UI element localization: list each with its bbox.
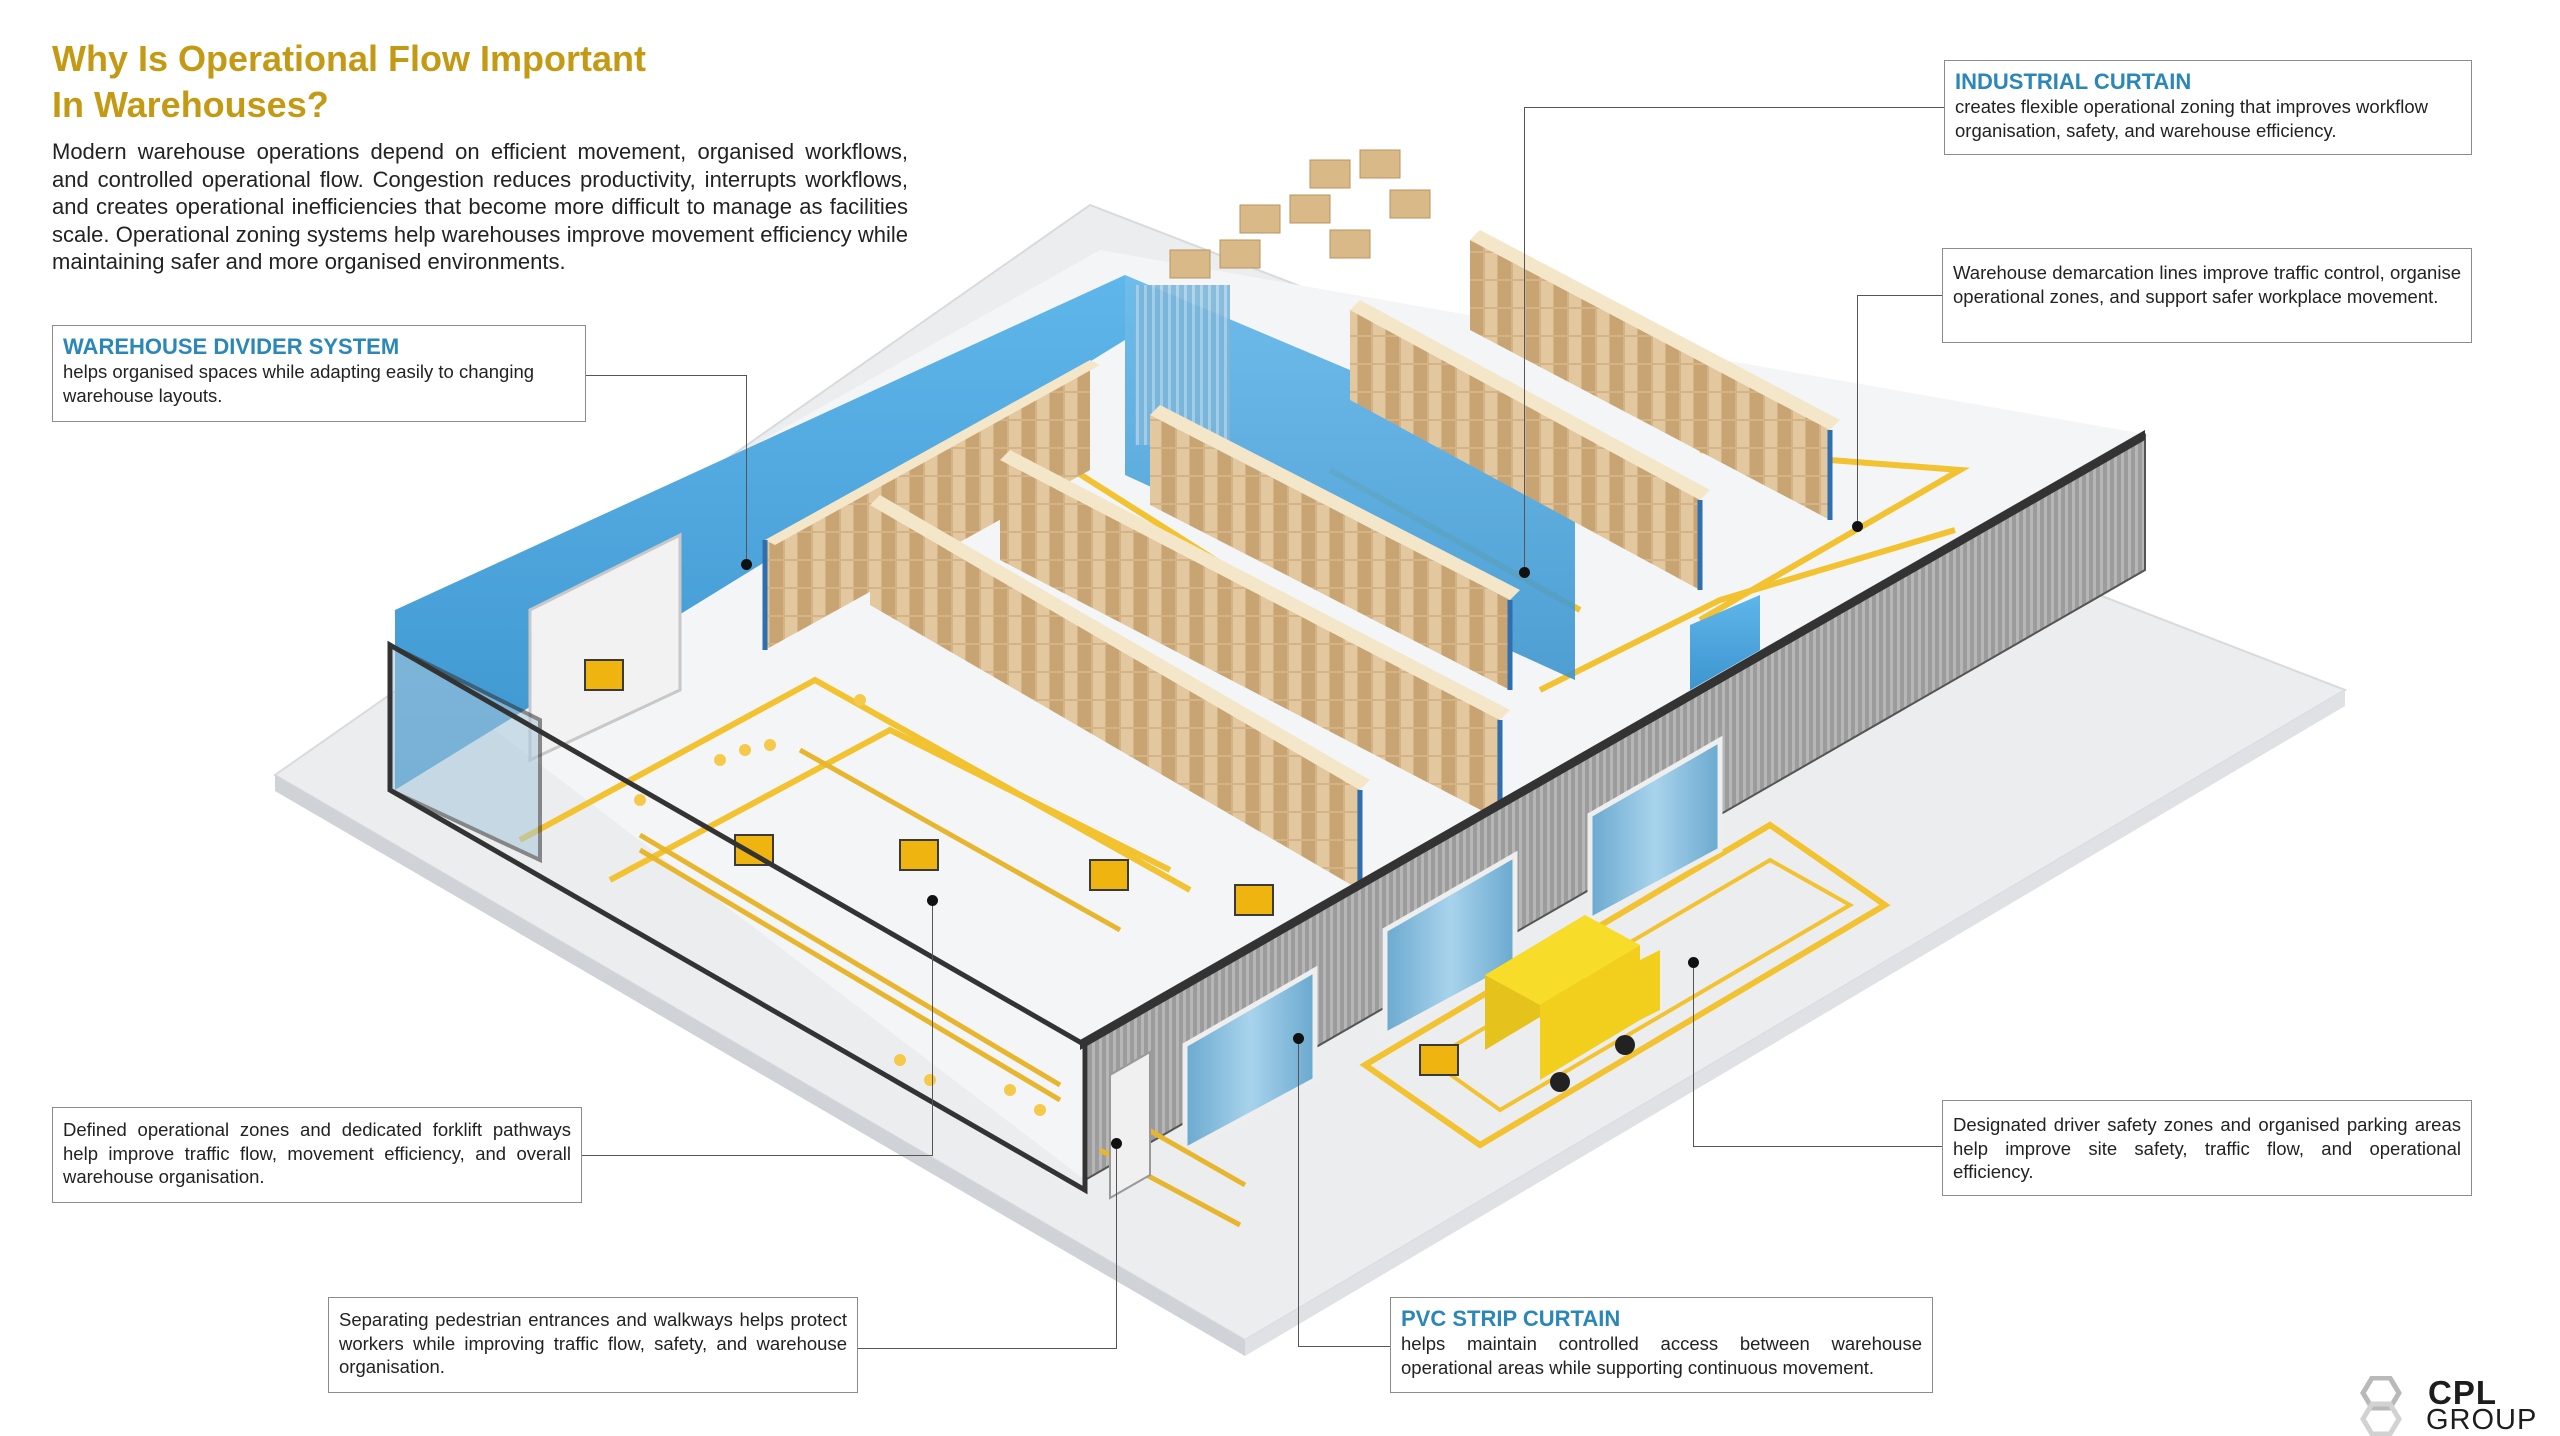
callout-demarcation-lines: Warehouse demarcation lines improve traf… [1942, 248, 2472, 343]
leader-divider [586, 375, 747, 566]
forklifts [584, 659, 1459, 1076]
front-wall [387, 640, 1088, 1195]
leader-dot-curtain [1519, 567, 1530, 578]
callout-body: helps organised spaces while adapting ea… [63, 361, 535, 406]
leader-dot-zones [927, 895, 938, 906]
cpl-group-logo: CPL GROUP [2352, 1376, 2552, 1436]
callout-body: Defined operational zones and dedicated … [63, 1119, 571, 1187]
floor-edge-right [1245, 690, 2345, 1356]
exterior-wall-top [1080, 430, 2145, 1050]
callout-body: Separating pedestrian entrances and walk… [339, 1309, 847, 1377]
page-title: Why Is Operational Flow Important In War… [52, 36, 646, 128]
title-line-1: Why Is Operational Flow Important [52, 38, 647, 79]
leader-demarcation [1857, 295, 1943, 526]
pallet-boxes [1169, 149, 1431, 279]
callout-pedestrian-walkways: Separating pedestrian entrances and walk… [328, 1297, 858, 1393]
parking-zone-outline [1359, 821, 1891, 1149]
callout-industrial-curtain: INDUSTRIAL CURTAIN creates flexible oper… [1944, 60, 2472, 155]
leader-driver [1693, 962, 1944, 1147]
intro-paragraph: Modern warehouse operations depend on ef… [52, 139, 908, 274]
strip-door-1 [1182, 965, 1318, 1155]
pedestrian-door [1109, 1050, 1151, 1200]
leader-pvc [1298, 1038, 1391, 1347]
callout-operational-zones: Defined operational zones and dedicated … [52, 1107, 582, 1203]
callout-body: creates flexible operational zoning that… [1955, 96, 2429, 141]
walkway-markings [634, 694, 1046, 1116]
leader-dot-divider [741, 559, 752, 570]
strip-door-3 [1587, 735, 1723, 925]
leader-dot-driver [1688, 957, 1699, 968]
logo-text-bottom: GROUP [2426, 1404, 2538, 1436]
rack-rows [762, 230, 1840, 890]
leader-curtain-v [1524, 107, 1526, 572]
delivery-truck [1485, 915, 1660, 1092]
leader-pedestrian [858, 1143, 1117, 1349]
callout-pvc-strip-curtain: PVC STRIP CURTAIN helps maintain control… [1390, 1297, 1933, 1393]
callout-body: helps maintain controlled access between… [1401, 1333, 1922, 1378]
floor-edge [275, 775, 1245, 1356]
callout-heading: INDUSTRIAL CURTAIN [1955, 69, 2192, 94]
leader-dot-demarcation [1852, 521, 1863, 532]
parking-zone-inner [1426, 857, 1855, 1113]
callout-body: Warehouse demarcation lines improve traf… [1953, 262, 2461, 307]
door-frame [528, 532, 682, 763]
title-line-2: In Warehouses? [52, 84, 329, 125]
callout-heading: PVC STRIP CURTAIN [1401, 1306, 1621, 1331]
callout-warehouse-divider-system: WAREHOUSE DIVIDER SYSTEM helps organised… [52, 325, 586, 422]
callout-heading: WAREHOUSE DIVIDER SYSTEM [63, 334, 400, 359]
logo-text-top: CPL [2428, 1374, 2497, 1411]
callout-driver-safety-zones: Designated driver safety zones and organ… [1942, 1100, 2472, 1196]
leader-dot-pedestrian [1111, 1138, 1122, 1149]
leader-curtain [1524, 107, 1944, 109]
divider-wall-right [1690, 595, 1760, 690]
leader-dot-pvc [1293, 1033, 1304, 1044]
leader-zones [582, 900, 933, 1156]
hexagon-logo-icon [2360, 1376, 2402, 1436]
callout-body: Designated driver safety zones and organ… [1953, 1114, 2461, 1182]
